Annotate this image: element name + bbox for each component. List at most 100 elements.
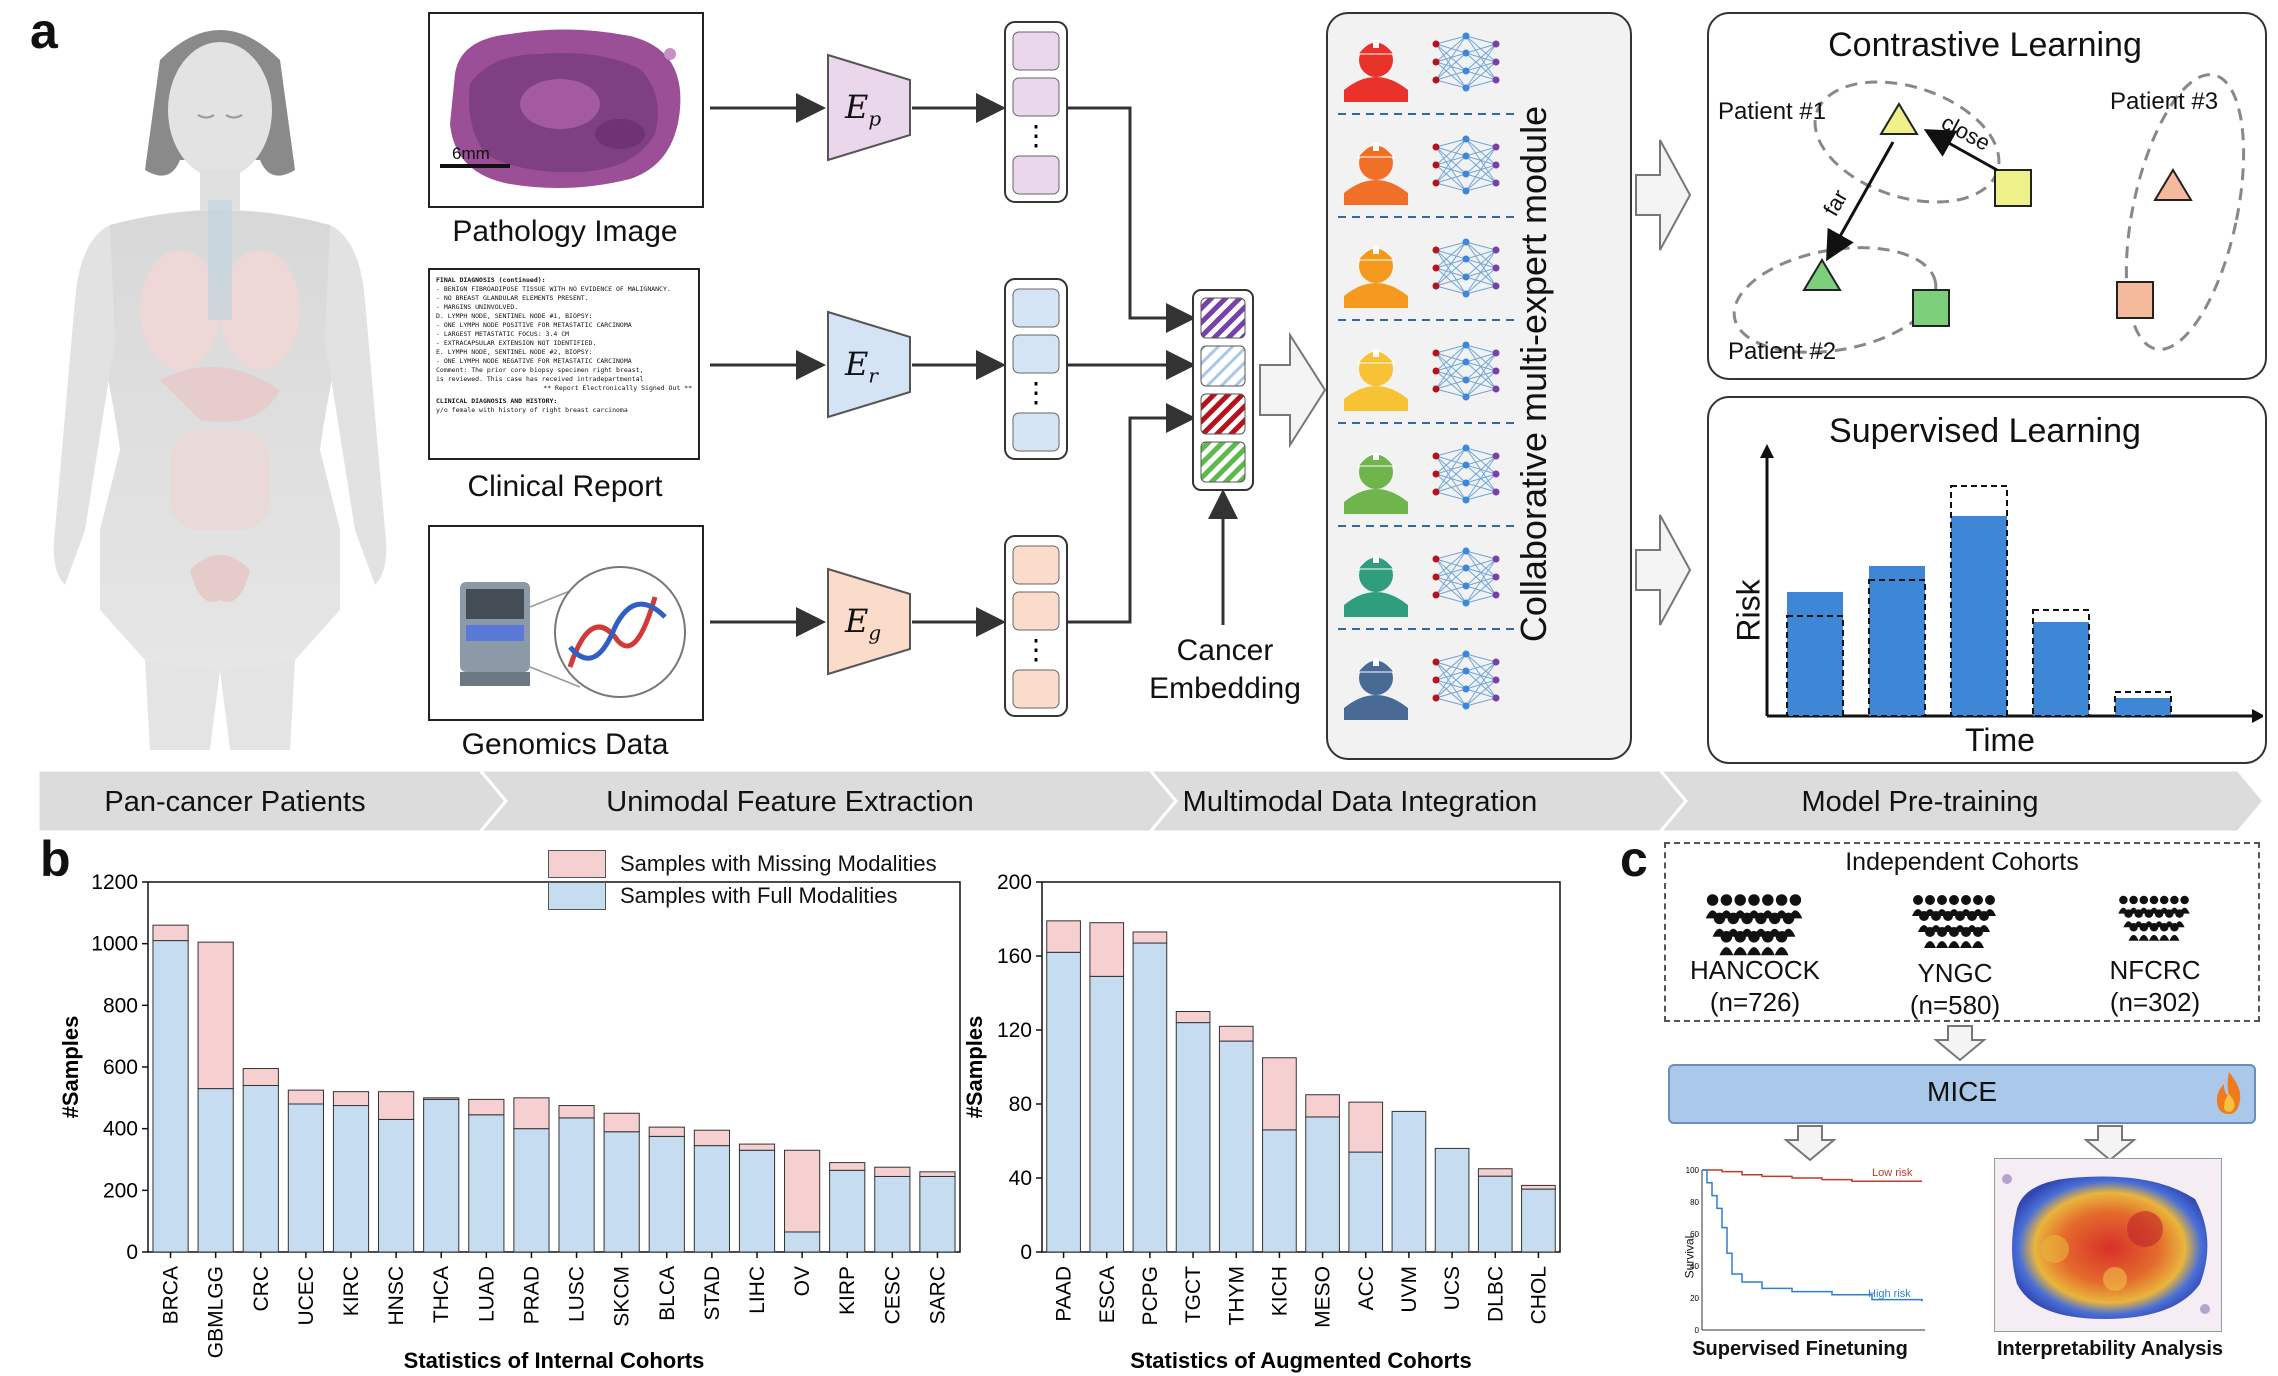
bar-full	[1132, 942, 1168, 1253]
bar-full	[513, 1128, 550, 1253]
arrow-to-mice	[1933, 1025, 1987, 1062]
bar-full	[1175, 1022, 1211, 1253]
report-line: - NO BREAST GLANDULAR ELEMENTS PRESENT.	[436, 294, 589, 302]
patient3-label: Patient #3	[2110, 88, 2219, 115]
x-tick-label: PCPG	[1139, 1266, 1162, 1326]
y-tick-label: 200	[103, 1179, 138, 1202]
stage-band	[38, 770, 2266, 832]
x-tick-label: KICH	[1268, 1266, 1291, 1316]
x-tick-label: KIRC	[340, 1266, 363, 1316]
neural-network-icon	[1432, 341, 1500, 401]
risk-target	[1950, 485, 2008, 717]
x-tick-label: SKCM	[611, 1266, 634, 1327]
bar-missing	[1262, 1057, 1297, 1131]
risk-bar	[2115, 698, 2171, 716]
legend-missing-swatch	[548, 850, 606, 878]
stage-label-2: Unimodal Feature Extraction	[606, 786, 974, 818]
stage-chevron	[478, 770, 1178, 832]
bar-full	[1218, 1040, 1254, 1253]
report-line: is reviewed. This case has received intr…	[436, 375, 644, 383]
bar-full	[603, 1131, 640, 1253]
doctor-icon	[1344, 452, 1408, 514]
cancer-embedding-label: Cancer Embedding	[1149, 634, 1301, 705]
moe-label: Collaborative multi-expert module	[1513, 105, 1554, 643]
bar-missing	[874, 1166, 911, 1177]
cohort-nfcrc-name: NFCRC	[2109, 955, 2201, 985]
bar-missing	[603, 1112, 640, 1133]
y-tick-label: 400	[103, 1118, 138, 1141]
bar-missing	[332, 1091, 370, 1107]
scale-bar-label: 6mm	[452, 144, 490, 163]
independent-cohorts-title: Independent Cohorts	[1845, 848, 2079, 876]
y-tick-label: 160	[997, 945, 1032, 968]
human-body-illustration	[53, 30, 387, 750]
cohort-hancock-n: (n=726)	[1709, 987, 1801, 1017]
report-line: - BENIGN FIBROADIPOSE TISSUE WITH NO EVI…	[436, 285, 671, 293]
x-tick-label: PAAD	[1053, 1266, 1076, 1322]
crowd-icon	[1912, 895, 1996, 948]
km-tick-label: 60	[1690, 1230, 1699, 1239]
stage-chevron	[1148, 770, 1688, 832]
x-tick-label: HNSC	[385, 1266, 408, 1326]
x-tick-label: ACC	[1355, 1266, 1378, 1310]
report-line: FINAL DIAGNOSIS (continued):	[436, 276, 546, 284]
bar-full	[1477, 1175, 1513, 1253]
patient2-label: Patient #2	[1728, 338, 1837, 365]
y-tick-label: 0	[1020, 1241, 1032, 1264]
arrows-to-learning	[1635, 139, 1692, 626]
contrastive-title: Contrastive Learning	[1828, 26, 2142, 64]
km-tick-label: 80	[1690, 1198, 1699, 1207]
bar-missing	[1175, 1011, 1211, 1024]
km-ylabel: Survival	[1682, 1235, 1697, 1279]
neural-network-icon	[1432, 650, 1500, 710]
km-high-risk-label: High risk	[1868, 1288, 1911, 1300]
pathology-caption: Pathology Image	[452, 215, 678, 248]
risk-target	[1868, 579, 1926, 717]
svg-text:⋮: ⋮	[1022, 634, 1050, 665]
bar-full	[1046, 951, 1081, 1253]
bar-full	[693, 1145, 730, 1253]
doctor-icon	[1344, 658, 1408, 720]
bar-full	[1434, 1147, 1470, 1253]
bar-missing	[693, 1129, 730, 1147]
cohort-yngc-n: (n=580)	[1909, 990, 2001, 1020]
bar-full	[197, 1088, 234, 1253]
km-tick-label: 100	[1686, 1166, 1700, 1175]
km-tick-label: 20	[1690, 1294, 1699, 1303]
interpretability-heatmap	[1994, 1158, 2222, 1332]
x-axis-arrow	[2252, 709, 2263, 723]
genomics-image	[428, 525, 704, 721]
report-line: E. LYMPH NODE, SENTINEL NODE #2, BIOPSY:	[436, 348, 593, 356]
x-tick-label: TGCT	[1182, 1266, 1205, 1323]
y-tick-label: 600	[103, 1056, 138, 1079]
report-line: ** Report Electronically Signed Out **	[543, 384, 692, 392]
encoder-p	[827, 53, 911, 162]
encoder-r-label: Er	[845, 345, 878, 388]
km-low-risk-label: Low risk	[1872, 1167, 1913, 1179]
bar-missing	[648, 1126, 685, 1137]
svg-text:⋮: ⋮	[1022, 120, 1050, 151]
fire-icon	[2216, 1072, 2241, 1114]
bar-missing	[468, 1098, 505, 1116]
bar-missing	[378, 1091, 415, 1120]
x-tick-label: THCA	[430, 1266, 453, 1323]
encoder-p-label: Ep	[845, 88, 882, 131]
risk-bar	[1869, 566, 1925, 716]
y-axis-title: #Samples	[962, 1016, 987, 1119]
x-tick-label: ESCA	[1096, 1266, 1119, 1323]
pathology-image: 6mm	[428, 12, 704, 208]
bar-missing	[152, 924, 189, 942]
arrows-to-tasks	[1783, 1125, 2137, 1162]
encoder-g-label: Eg	[845, 602, 882, 645]
mice-label: MICE	[1927, 1076, 1997, 1107]
x-tick-label: BLCA	[656, 1266, 679, 1321]
y-tick-label: 80	[1009, 1093, 1032, 1116]
mice-model-box	[1668, 1064, 2256, 1124]
bar-full	[332, 1105, 370, 1253]
bar-full	[242, 1085, 279, 1253]
x-tick-label: BRCA	[160, 1266, 183, 1324]
bar-missing	[513, 1097, 550, 1130]
x-tick-label: GBMLGG	[205, 1266, 228, 1358]
